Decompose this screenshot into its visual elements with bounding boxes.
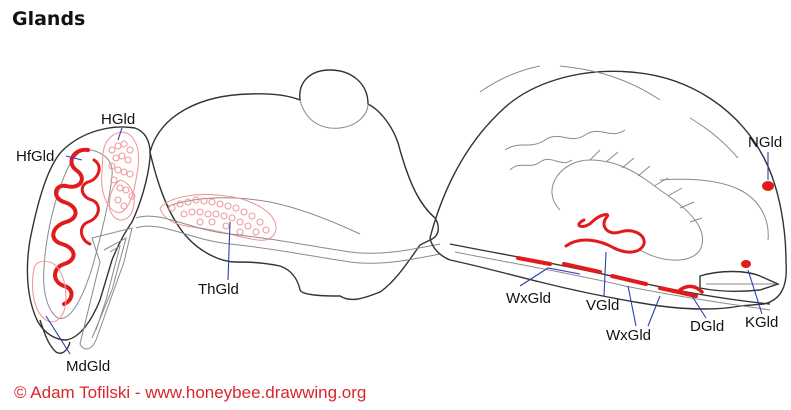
label-thgld: ThGld <box>198 281 239 298</box>
malpighian-tubules <box>505 130 625 170</box>
abdomen <box>430 66 786 310</box>
label-mdgld: MdGld <box>66 358 110 375</box>
abdomen-outline <box>430 71 786 309</box>
sting-apparatus <box>700 272 778 292</box>
label-hgld: HGld <box>101 111 135 128</box>
leader-hgld <box>118 128 122 140</box>
wax-gland-3 <box>612 276 646 284</box>
koschevnikov-gland <box>741 260 751 268</box>
label-wxgld-left: WxGld <box>506 290 551 307</box>
mandible-outline <box>40 320 70 353</box>
label-ngld: NGld <box>748 134 782 151</box>
sternite-line <box>450 244 770 304</box>
label-hfgld: HfGld <box>16 148 54 165</box>
nasonov-gland <box>762 181 774 191</box>
label-vgld: VGld <box>586 297 619 314</box>
wax-gland-1 <box>518 258 550 264</box>
label-wxgld-right: WxGld <box>606 327 651 344</box>
tergite-line-3 <box>690 118 738 158</box>
copyright-notice: © Adam Tofilski - www.honeybee.drawwing.… <box>14 383 366 403</box>
hindgut <box>660 179 768 240</box>
thorax-outline <box>150 70 438 299</box>
thoracic-gland-cells <box>169 197 269 235</box>
thorax <box>136 70 440 299</box>
tergite-line-1 <box>480 66 540 92</box>
mandibular-gland <box>33 261 67 321</box>
venom-gland <box>566 215 644 253</box>
midgut-coil <box>552 160 703 260</box>
oesophagus <box>136 216 440 253</box>
thorax-scutum <box>300 100 368 128</box>
label-kgld: KGld <box>745 314 778 331</box>
gland-labels: HGld HfGld MdGld ThGld WxGld VGld WxGld … <box>16 111 782 375</box>
label-dgld: DGld <box>690 318 724 335</box>
leader-thgld <box>228 222 230 280</box>
leader-lines <box>46 128 768 354</box>
wax-gland-2 <box>564 264 600 272</box>
midgut-rings <box>590 150 702 222</box>
hypopharyngeal-gland-cells <box>109 141 135 209</box>
proboscis-inner-2 <box>96 246 120 330</box>
hypopharyngeal-food-gland-duct-2 <box>81 160 99 244</box>
